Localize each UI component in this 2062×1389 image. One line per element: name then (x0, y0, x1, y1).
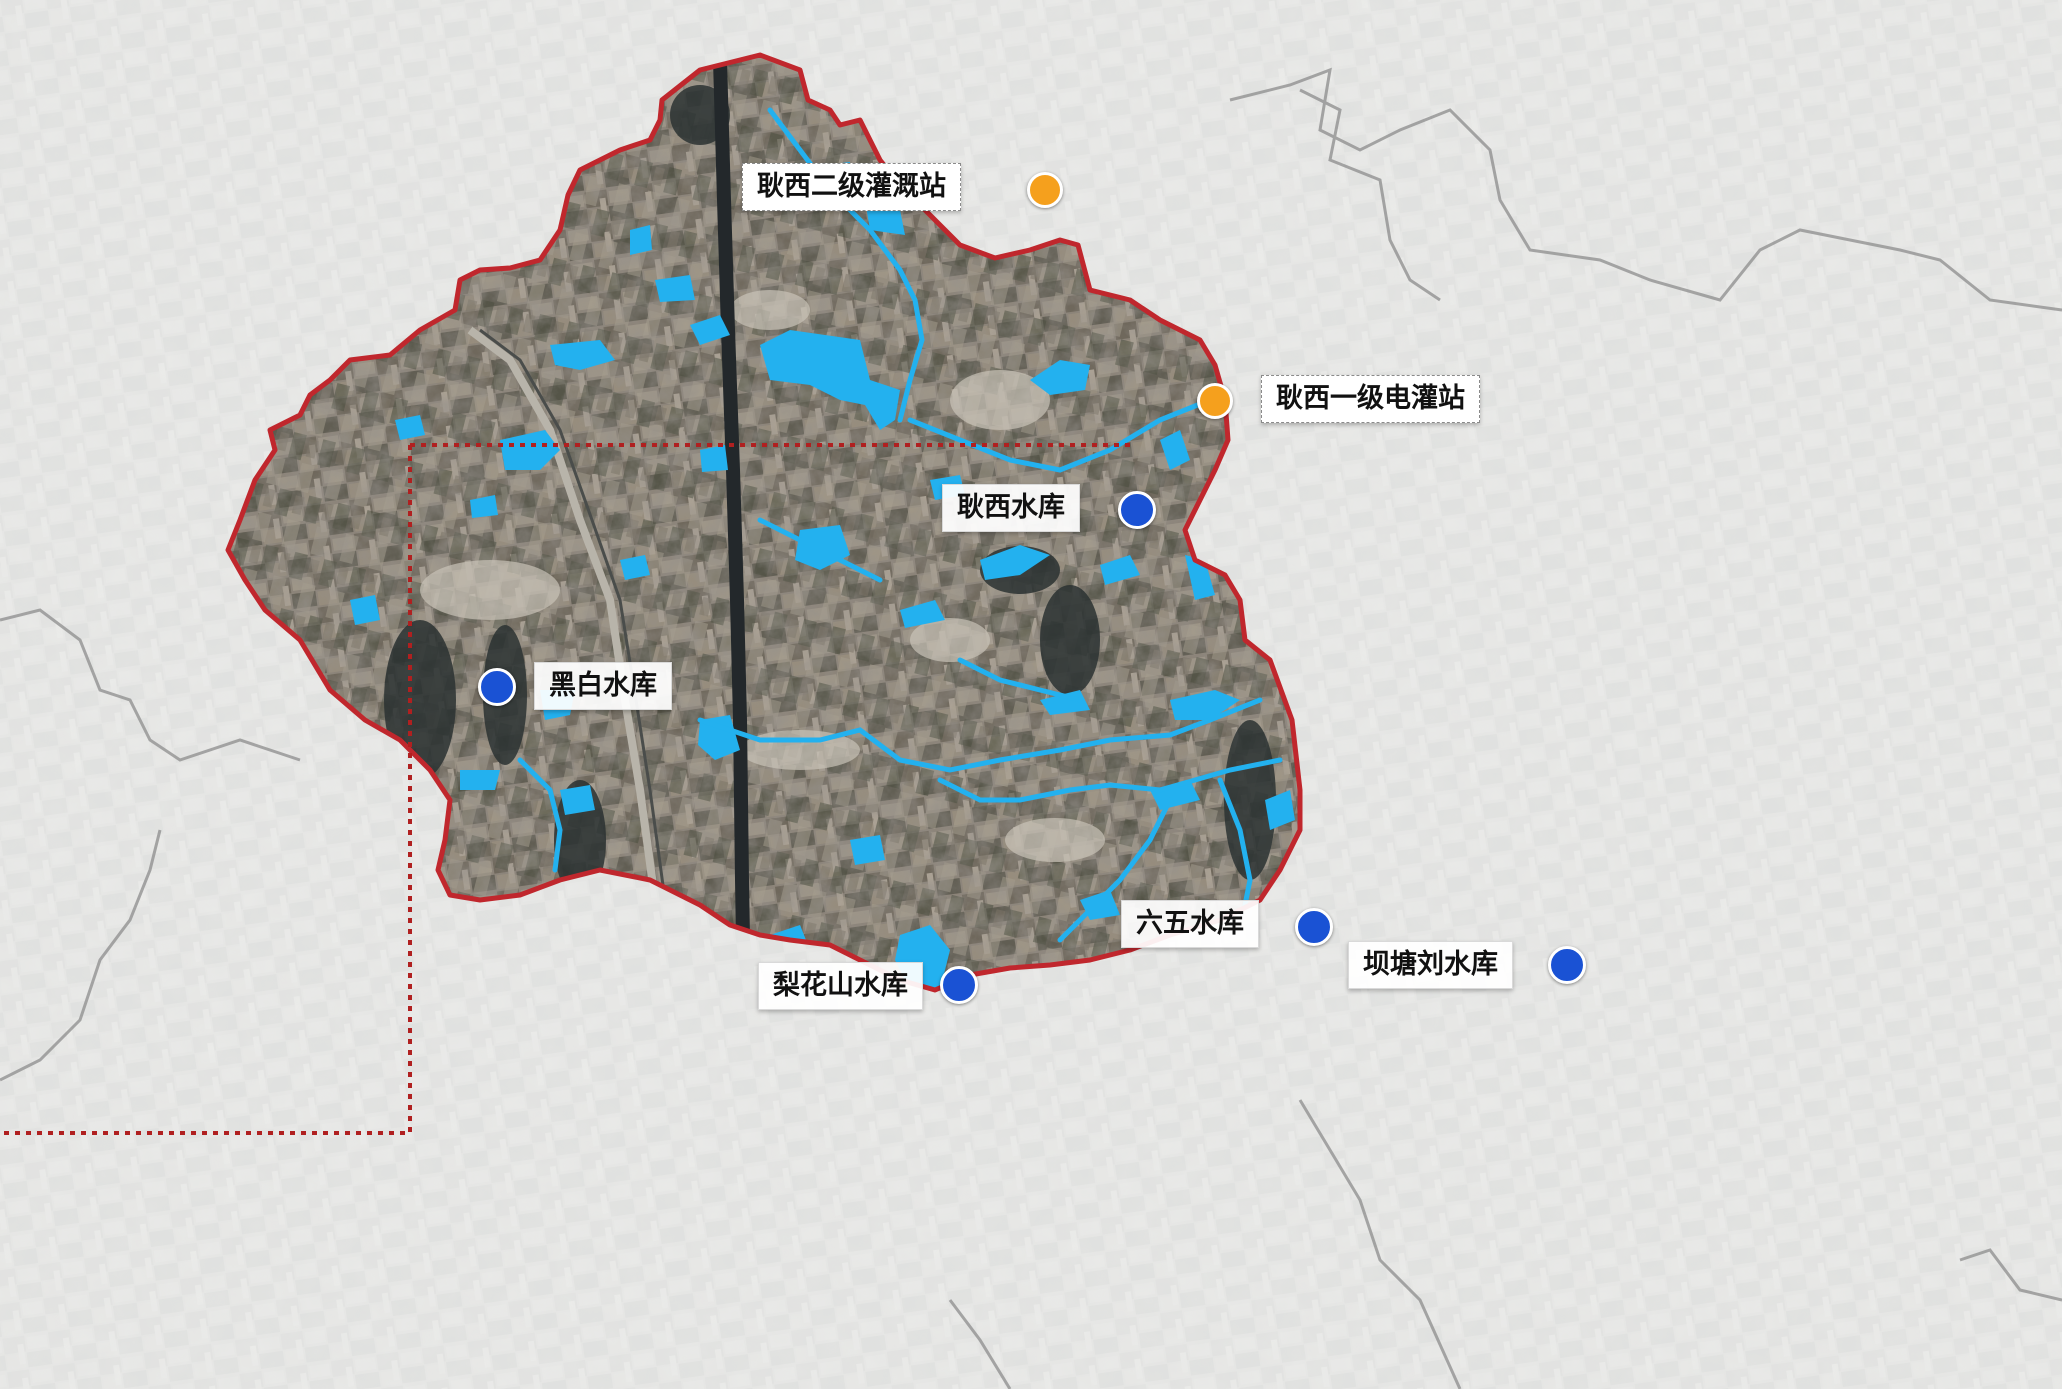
reservoir-label-lihuashan: 梨花山水库 (758, 962, 923, 1010)
station-label-gengxi1: 耿西一级电灌站 (1261, 375, 1480, 423)
reservoir-marker-heibai[interactable] (478, 668, 516, 706)
reservoir-label-gengxi: 耿西水库 (942, 484, 1080, 532)
station-marker-gengxi2[interactable] (1027, 172, 1063, 208)
station-label-gengxi2: 耿西二级灌溉站 (742, 163, 961, 211)
reservoir-marker-gengxi[interactable] (1118, 491, 1156, 529)
reservoir-marker-liuwu[interactable] (1295, 908, 1333, 946)
reservoir-label-batangliu: 坝塘刘水库 (1348, 941, 1513, 989)
reservoir-marker-lihuashan[interactable] (940, 966, 978, 1004)
station-marker-gengxi1[interactable] (1197, 383, 1233, 419)
reservoir-marker-batangliu[interactable] (1548, 946, 1586, 984)
reservoir-label-liuwu: 六五水库 (1121, 900, 1259, 948)
reservoir-label-heibai: 黑白水库 (534, 662, 672, 710)
